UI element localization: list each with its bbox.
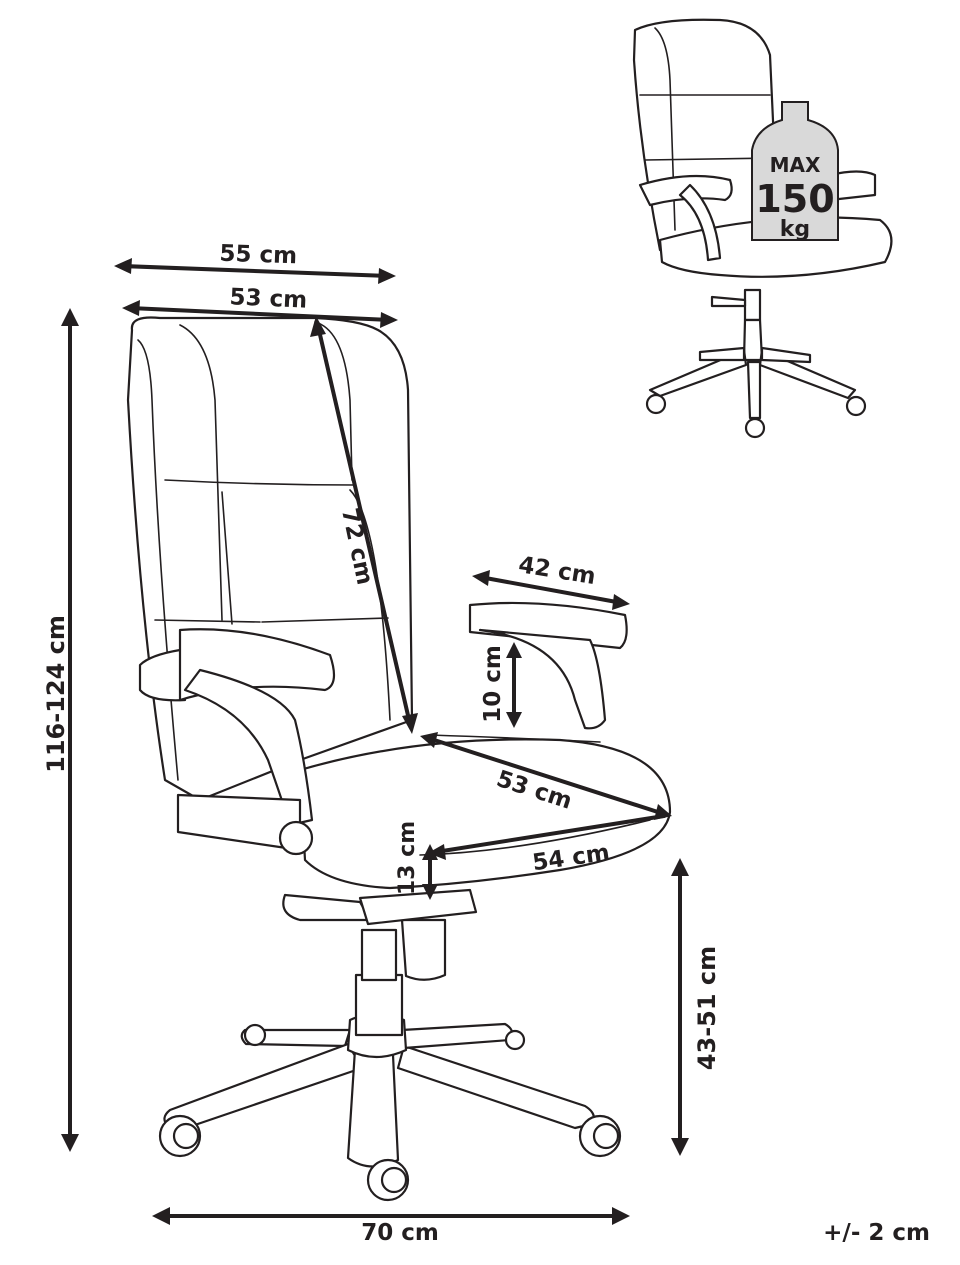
left-armrest xyxy=(138,628,336,856)
label-seat-thickness: 13 cm xyxy=(395,821,420,895)
small-chair-illustration xyxy=(632,18,893,439)
chair-base xyxy=(158,1012,622,1202)
max-load-unit: kg xyxy=(780,217,810,242)
seat-mechanism xyxy=(282,888,478,926)
max-load-labels: MAX 150 kg xyxy=(755,153,834,242)
max-load-value: 150 xyxy=(755,177,834,221)
label-tolerance: +/- 2 cm xyxy=(823,1220,930,1246)
main-chair-illustration xyxy=(126,316,672,1202)
weight-icon xyxy=(751,101,839,241)
label-seat-height: 43-51 cm xyxy=(693,946,721,1070)
right-armrest xyxy=(468,601,628,730)
dimension-lines xyxy=(61,258,689,1225)
label-base-width: 70 cm xyxy=(361,1220,439,1246)
seat-cushion xyxy=(298,734,672,890)
max-load-line1: MAX xyxy=(770,153,821,177)
label-backrest-width: 53 cm xyxy=(229,284,308,313)
label-total-height: 116-124 cm xyxy=(42,615,70,773)
label-armrest-height: 10 cm xyxy=(480,645,506,723)
gas-lift xyxy=(354,918,447,1037)
label-top-width: 55 cm xyxy=(219,241,297,270)
